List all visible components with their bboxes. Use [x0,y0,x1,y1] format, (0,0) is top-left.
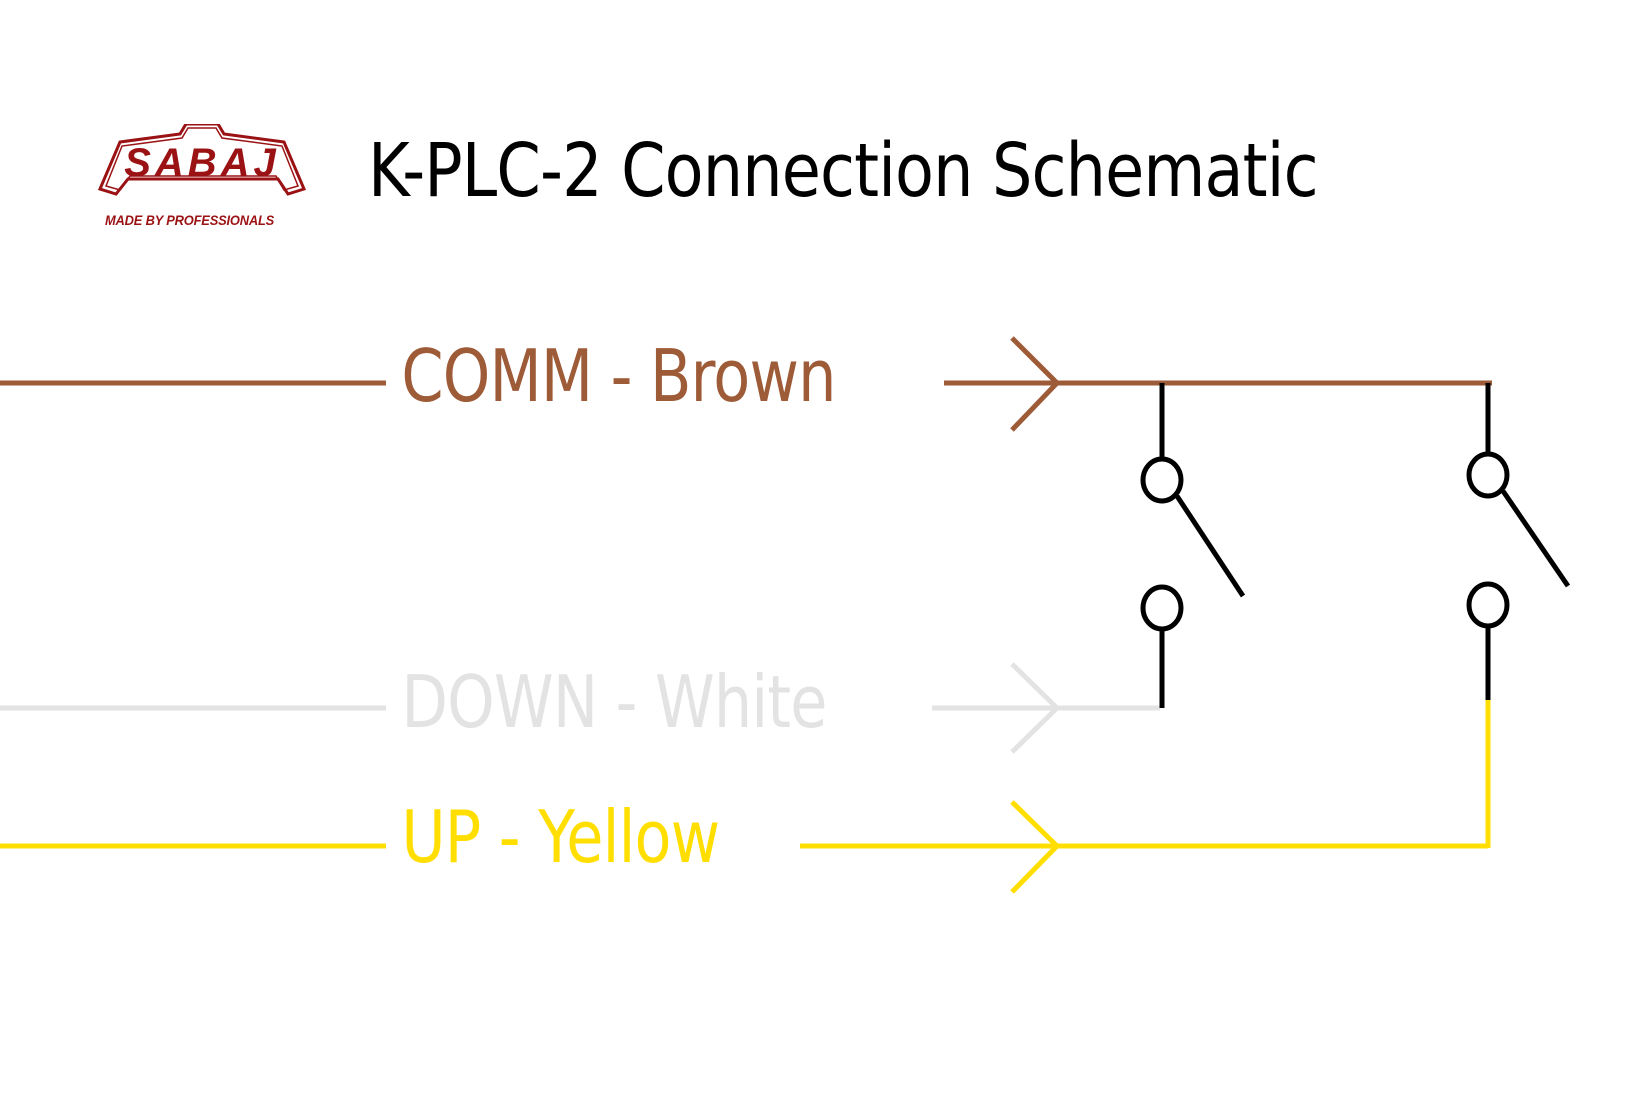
up-wire [0,700,1491,894]
sabaj-logo-icon: SABAJ [97,122,307,196]
comm-wire-label: COMM - Brown [398,334,839,418]
sabaj-logo: SABAJ [97,122,308,224]
page-title: K-PLC-2 Connection Schematic [368,128,1319,214]
comm-wire [0,336,1492,432]
down-wire-label: DOWN - White [398,660,830,744]
down-wire [0,662,1160,754]
svg-text:SABAJ: SABAJ [124,141,280,185]
switch-down-icon [1140,383,1246,708]
logo-tagline: MADE BY PROFESSIONALS [105,212,275,228]
up-wire-label: UP - Yellow [398,795,723,879]
switch-up-icon [1466,383,1571,700]
